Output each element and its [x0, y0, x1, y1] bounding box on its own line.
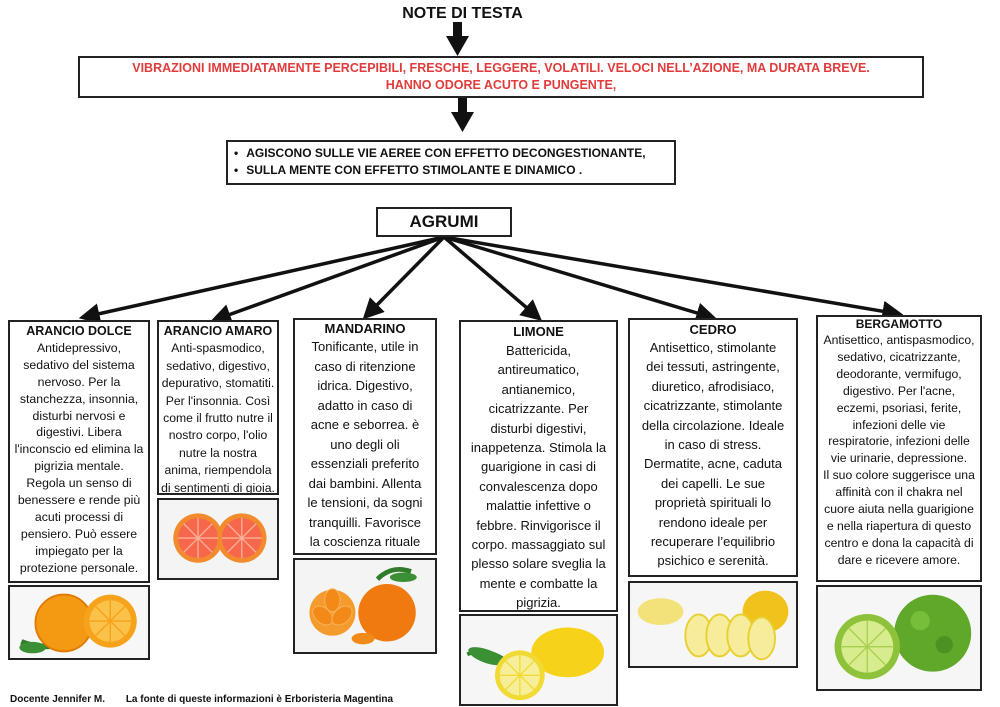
card-title: BERGAMOTTO — [855, 317, 943, 331]
card-limone: LIMONE Battericida, antireumatico, antia… — [459, 320, 618, 612]
card-title: ARANCIO DOLCE — [26, 324, 132, 338]
orange-image — [8, 585, 150, 660]
card-mandarino: MANDARINO Tonificante, utile in caso di … — [293, 318, 437, 555]
card-title: ARANCIO AMARO — [163, 324, 273, 338]
footer: Docente Jennifer M. La fonte di queste i… — [10, 694, 411, 705]
card-bergamotto: BERGAMOTTO Antisettico, antispasmodico, … — [816, 315, 982, 582]
branch-arancio-amaro — [210, 235, 445, 325]
lemon-image — [459, 614, 618, 706]
card-arancio-amaro: ARANCIO AMARO Anti-spasmodico, sedativo,… — [157, 320, 279, 495]
arrow-down-description — [451, 98, 474, 132]
branch-arancio-dolce — [78, 235, 445, 324]
card-description: Tonificante, utile in caso di ritenzione… — [307, 339, 423, 549]
effects-box: AGISCONO SULLE VIE AEREE CON EFFETTO DEC… — [226, 140, 676, 185]
description-box: VIBRAZIONI IMMEDIATAMENTE PERCEPIBILI, F… — [78, 56, 924, 98]
bergamot-image — [816, 585, 982, 691]
branch-cedro — [443, 235, 718, 324]
citron-image — [628, 581, 798, 668]
card-title: MANDARINO — [324, 321, 406, 336]
grapefruit-image — [157, 498, 279, 580]
grapefruit-icon — [159, 500, 277, 578]
arrow-down-title — [446, 22, 469, 56]
description-line-2: HANNO ODORE ACUTO E PUNGENTE, — [385, 78, 617, 92]
card-description: Anti-spasmodico, sedativo, digestivo, de… — [161, 341, 275, 495]
description-line-1: VIBRAZIONI IMMEDIATAMENTE PERCEPIBILI, F… — [132, 61, 870, 75]
card-cedro: CEDRO Antisettico, stimolante dei tessut… — [628, 318, 798, 577]
branch-mandarino — [362, 235, 446, 320]
card-description: Battericida, antireumatico, antianemico,… — [470, 343, 607, 611]
bergamot-icon — [819, 587, 979, 689]
footer-source: La fonte di queste informazioni è Erbori… — [125, 694, 394, 705]
lemon-icon — [462, 616, 615, 704]
card-description: Antisettico, stimolante dei tessuti, ast… — [641, 340, 785, 569]
orange-icon — [11, 587, 147, 658]
effects-list: AGISCONO SULLE VIE AEREE CON EFFETTO DEC… — [234, 145, 674, 179]
card-description: Antisettico, antispasmodico, sedativo, c… — [823, 333, 975, 567]
page-title: NOTE DI TESTA — [402, 5, 523, 22]
card-description: Antidepressivo, sedativo del sistema ner… — [14, 340, 144, 575]
effect-item: SULLA MENTE CON EFFETTO STIMOLANTE E DIN… — [234, 162, 674, 179]
branch-limone — [442, 235, 542, 321]
footer-teacher: Docente Jennifer M. — [10, 694, 106, 705]
card-arancio-dolce: ARANCIO DOLCE Antidepressivo, sedativo d… — [8, 320, 150, 583]
branch-bergamotto — [443, 235, 904, 322]
mandarin-icon — [296, 560, 434, 652]
effect-item: AGISCONO SULLE VIE AEREE CON EFFETTO DEC… — [234, 145, 674, 162]
category-box: AGRUMI — [376, 207, 512, 237]
card-title: LIMONE — [513, 324, 564, 339]
mandarin-image — [293, 558, 437, 654]
citron-icon — [631, 583, 795, 666]
card-title: CEDRO — [689, 322, 737, 337]
